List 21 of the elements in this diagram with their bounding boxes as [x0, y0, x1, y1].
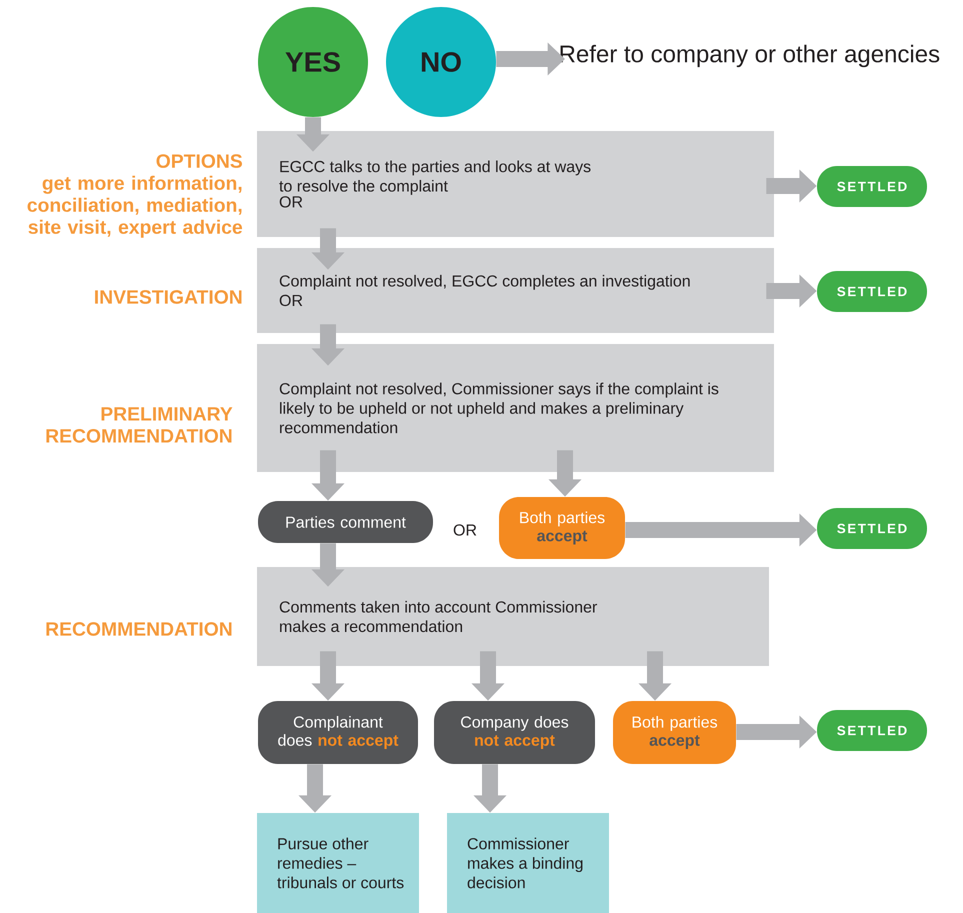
- outcome-text: Refer to company or other agencies: [560, 44, 940, 68]
- outcome-pill: Company does not accept: [434, 701, 595, 764]
- settled-badge: SETTLED: [817, 508, 927, 549]
- outcome-pill: Parties comment: [258, 501, 433, 543]
- result-box: Pursue other remedies – tribunals or courts: [257, 813, 419, 913]
- settled-badge: SETTLED: [817, 166, 927, 207]
- process-box: Comments taken into account Commissioner makes a recommendation: [257, 567, 769, 666]
- or-label: OR: [454, 524, 476, 536]
- outcome-pill: Both parties accept: [499, 497, 625, 559]
- stage-label: OPTIONS get more information, conciliation, mediation, site visit, expert advice: [28, 154, 242, 238]
- stage-label: RECOMMENDATION: [46, 622, 232, 636]
- outcome-pill: Both parties accept: [613, 701, 736, 764]
- process-box: EGCC talks to the parties and looks at ways to resolve the complaint OR: [257, 131, 774, 237]
- process-box: Complaint not resolved, Commissioner says if the complaint is likely to be upheld or not upheld and makes a preliminary recommendation: [257, 344, 774, 472]
- result-box: Commissioner makes a binding decision: [447, 813, 609, 913]
- process-box: Complaint not resolved, EGCC completes an investigation OR: [257, 248, 774, 333]
- settled-badge: SETTLED: [817, 271, 927, 312]
- outcome-pill: Complainant does not accept: [258, 701, 418, 764]
- stage-label: INVESTIGATION: [95, 290, 242, 304]
- settled-badge: SETTLED: [817, 710, 927, 751]
- stage-label: PRELIMINARY RECOMMENDATION: [46, 407, 232, 443]
